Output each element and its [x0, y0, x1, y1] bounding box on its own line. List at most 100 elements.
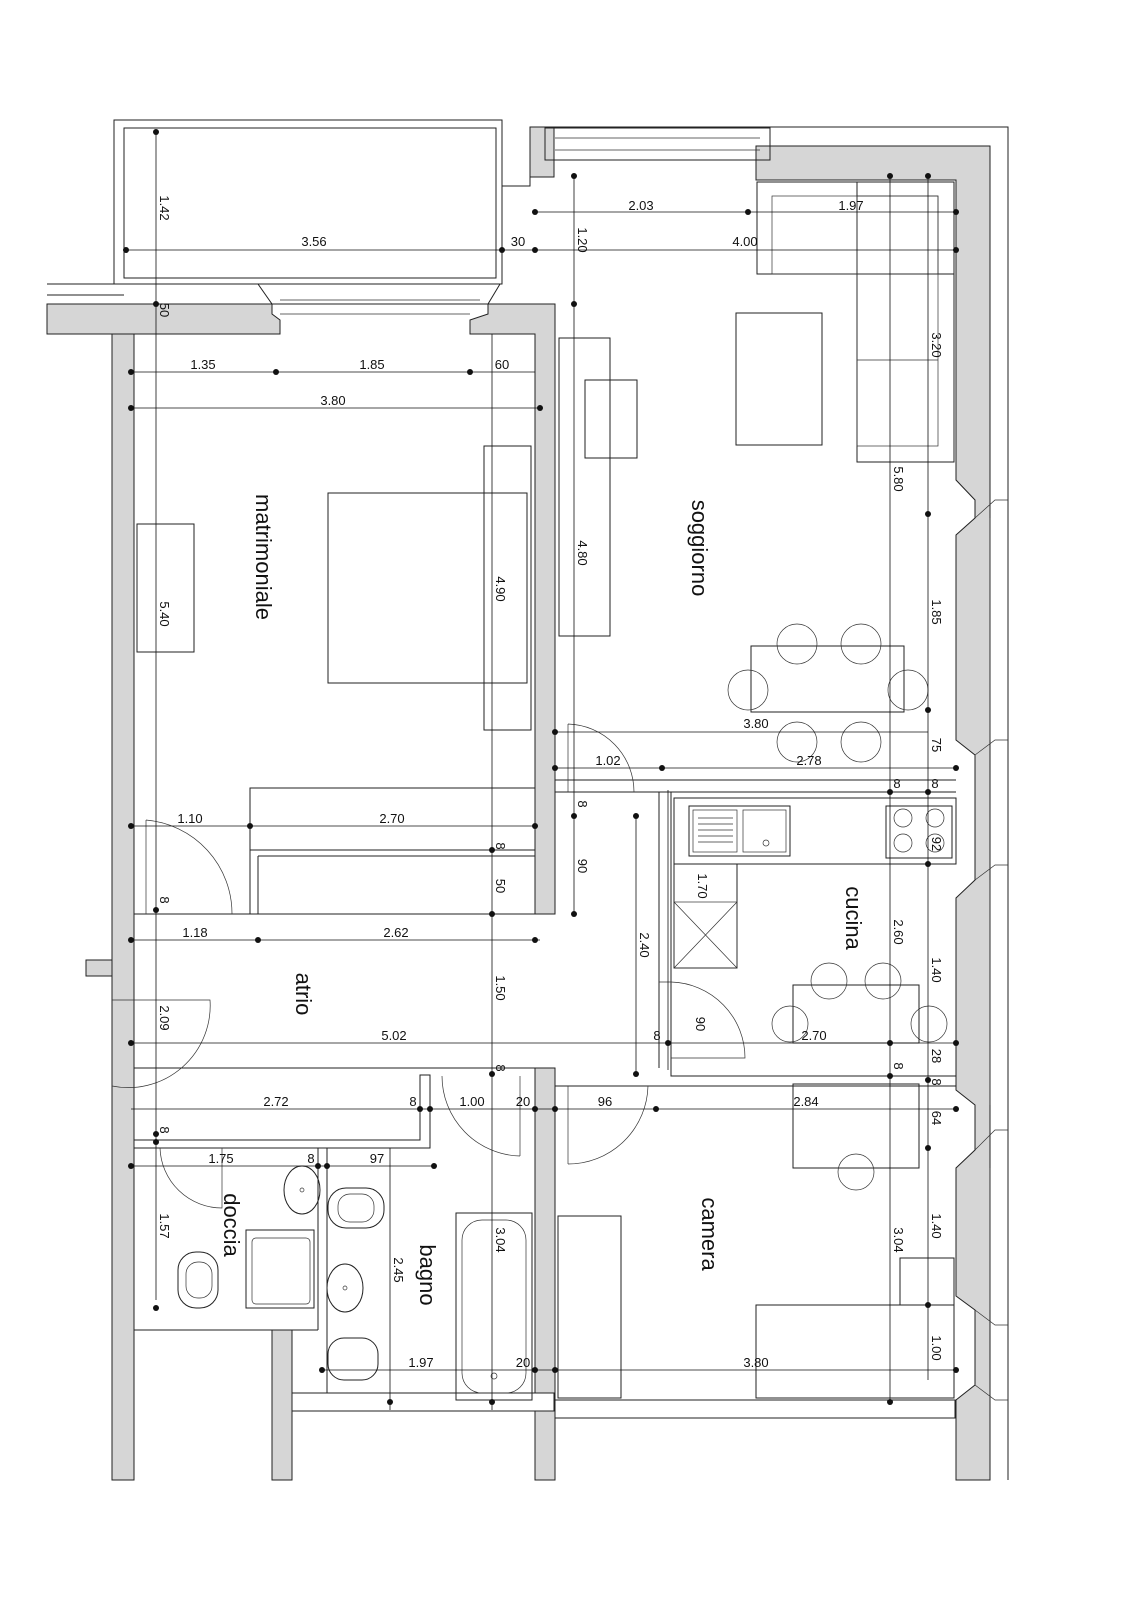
dim-label: 3.80 [743, 716, 768, 731]
outlines [47, 119, 1009, 1480]
dim-label: 96 [598, 1094, 612, 1109]
bidet [327, 1337, 379, 1381]
dim-label: 3.80 [320, 393, 345, 408]
dim-label: 1.70 [695, 873, 710, 898]
dim-label: 1.40 [929, 1213, 944, 1238]
dim-label: 75 [929, 738, 944, 752]
dim-label: 30 [511, 234, 525, 249]
dim-label: 8 [493, 1064, 508, 1071]
room-label-doccia: doccia [219, 1193, 244, 1257]
dim-label: 90 [693, 1017, 708, 1031]
dim-label: 60 [495, 357, 509, 372]
sink-doccia [283, 1165, 321, 1215]
dim-label: 97 [370, 1151, 384, 1166]
fridge [673, 901, 738, 969]
dim-label: 50 [493, 879, 508, 893]
dim-label: 8 [409, 1094, 416, 1109]
dim-label: 8 [929, 1078, 944, 1085]
dim-label: 2.62 [383, 925, 408, 940]
dim-label: 1.57 [157, 1213, 172, 1238]
counter-top [673, 797, 957, 865]
dim-label: 1.10 [177, 811, 202, 826]
nightstand-2 [899, 1257, 955, 1306]
dim-label: 2.40 [637, 932, 652, 957]
toilet-bagno [327, 1187, 385, 1229]
walls [46, 126, 991, 1481]
dining-table [750, 645, 905, 713]
room-label-cucina: cucina [841, 886, 866, 950]
dim-label: 64 [929, 1111, 944, 1125]
dim-label: 1.97 [838, 198, 863, 213]
dim-label: 8 [157, 896, 172, 903]
dim-label: 1.85 [929, 599, 944, 624]
dim-label: 3.56 [301, 234, 326, 249]
dim-label: 28 [929, 1049, 944, 1063]
room-label-bagno: bagno [415, 1244, 440, 1305]
sofa-side [856, 181, 955, 463]
dim-label: 8 [575, 800, 590, 807]
dim-label: 3.20 [929, 332, 944, 357]
room-label-atrio: atrio [291, 973, 316, 1016]
dim-label: 8 [891, 1062, 906, 1069]
dim-label: 5.02 [381, 1028, 406, 1043]
dim-label: 1.20 [575, 227, 590, 252]
wardrobe [557, 1215, 622, 1399]
sink [688, 805, 791, 857]
dim-label: 4.00 [732, 234, 757, 249]
toilet-doccia [177, 1251, 219, 1309]
dim-label: 8 [307, 1151, 314, 1166]
dim-label: 2.84 [793, 1094, 818, 1109]
dim-label: 8 [493, 842, 508, 849]
dim-label: 4.80 [575, 540, 590, 565]
dresser [136, 523, 195, 653]
dim-label: 5.40 [157, 601, 172, 626]
dimension-lines [126, 130, 956, 1410]
dim-label: 5.80 [891, 466, 906, 491]
doors [111, 723, 746, 1209]
dim-label: 20 [516, 1355, 530, 1370]
dim-label: 8 [893, 776, 900, 791]
dim-label: 8 [931, 776, 938, 791]
dim-label: 2.60 [891, 919, 906, 944]
room-label-soggiorno: soggiorno [687, 500, 712, 597]
room-label-matrimoniale: matrimoniale [251, 494, 276, 620]
dim-label: 3.04 [891, 1227, 906, 1252]
dim-label: 8 [653, 1028, 660, 1043]
dim-label: 1.35 [190, 357, 215, 372]
shower-tray [245, 1229, 315, 1309]
dim-label: 3.80 [743, 1355, 768, 1370]
dim-label: 1.00 [929, 1335, 944, 1360]
dim-label: 2.78 [796, 753, 821, 768]
nightstand [483, 445, 532, 731]
dim-label: 1.75 [208, 1151, 233, 1166]
dim-label: 2.03 [628, 198, 653, 213]
dim-label: 50 [157, 303, 172, 317]
camera-table [792, 1083, 920, 1169]
dim-label: 4.90 [493, 576, 508, 601]
furniture [136, 181, 957, 1401]
dim-label: 92 [929, 837, 944, 851]
dim-label: 1.97 [408, 1355, 433, 1370]
dimension-labels: 1.42 1.20 3.20 50 5.40 4.90 4.80 5.80 1.… [157, 195, 944, 1370]
dim-label: 1.02 [595, 753, 620, 768]
dim-label: 2.72 [263, 1094, 288, 1109]
dim-label: 1.00 [459, 1094, 484, 1109]
dim-label: 1.18 [182, 925, 207, 940]
dim-label: 90 [575, 859, 590, 873]
bed [327, 492, 528, 684]
dim-label: 8 [157, 1126, 172, 1133]
dim-label: 1.42 [157, 195, 172, 220]
tv-unit [558, 337, 611, 637]
dim-label: 2.09 [157, 1005, 172, 1030]
sink-bagno [326, 1263, 364, 1313]
dim-label: 2.70 [801, 1028, 826, 1043]
room-labels: matrimoniale soggiorno cucina atrio docc… [219, 494, 866, 1306]
dim-label: 3.04 [493, 1227, 508, 1252]
single-bed [755, 1304, 955, 1399]
dim-label: 20 [516, 1094, 530, 1109]
dim-label: 2.70 [379, 811, 404, 826]
dim-label: 2.45 [391, 1257, 406, 1282]
dim-label: 1.40 [929, 957, 944, 982]
dimension-dots [123, 129, 959, 1405]
